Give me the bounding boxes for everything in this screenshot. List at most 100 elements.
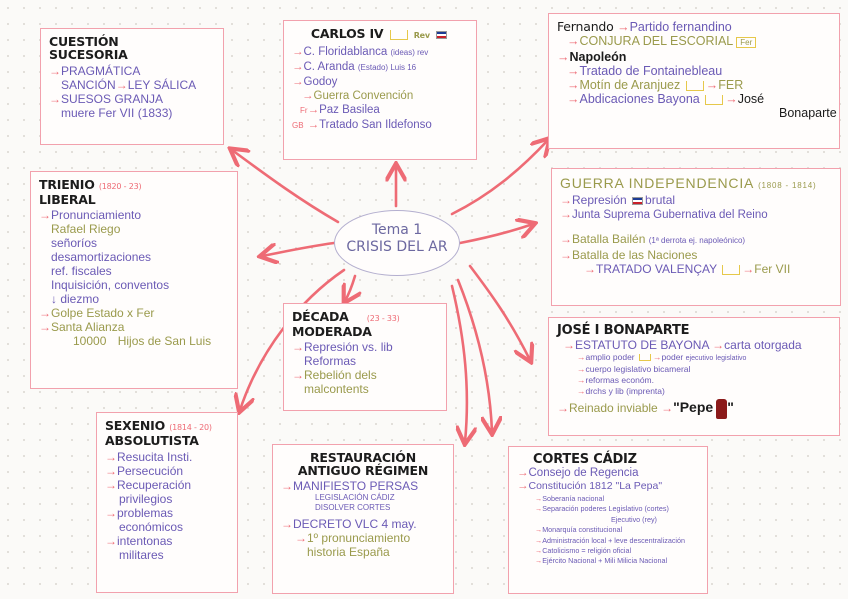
item-bonaparte: Bonaparte	[779, 106, 837, 120]
box-guerra-independencia: GUERRA INDEPENDENCIA (1808 - 1814) →Repr…	[551, 168, 841, 306]
item-problemas: problemas	[117, 506, 174, 520]
item-ley-salica: LEY SÁLICA	[127, 78, 197, 92]
item-legislativo-cortes: Legislativo (cortes)	[608, 504, 669, 514]
title-cuestion: CUESTIÓN	[49, 34, 119, 49]
item-aranda: C. Aranda	[303, 61, 355, 73]
item-guerra-convencion: Guerra Convención	[313, 90, 414, 102]
item-disolver-cortes: DISOLVER CORTES	[315, 503, 391, 512]
item-manifiesto-persas: MANIFIESTO PERSAS	[293, 479, 419, 493]
title-antiguo-regimen: ANTIGUO RÉGIMEN	[297, 463, 429, 478]
item-drchs-lib: drchs y lib (imprenta)	[585, 386, 665, 396]
arrow-to-guerra	[458, 224, 533, 245]
crown-icon-2	[685, 80, 704, 91]
title-jose: JOSÉ I BONAPARTE	[557, 323, 690, 338]
title-guerra: GUERRA INDEPENDENCIA	[560, 175, 754, 191]
arrow-to-cortes	[456, 278, 492, 432]
item-cuerpo-legislativo: cuerpo legislativo bicameral	[585, 364, 691, 374]
item-10000: 10000	[73, 334, 107, 348]
title-sucesoria: SUCESORIA	[49, 47, 128, 62]
title-sexenio: SEXENIO	[105, 418, 166, 433]
item-consejo-regencia: Consejo de Regencia	[528, 467, 639, 479]
item-pronunciamiento: Pronunciamiento	[51, 208, 142, 222]
item-militares: militares	[119, 548, 164, 562]
item-administracion: Administración local + leve descentraliz…	[542, 535, 686, 545]
item-pepe-close: "	[727, 399, 734, 416]
item-fer-vii: Fer VII	[754, 262, 791, 276]
item-floridablanca: C. Floridablanca	[303, 46, 388, 58]
item-persecucion: Persecución	[117, 464, 184, 478]
item-fernando: Fernando	[557, 19, 614, 34]
years-trienio: (1820 - 23)	[98, 182, 142, 191]
prefix-fr: Fr	[300, 106, 308, 115]
item-golpe-estado: Golpe Estado x Fer	[51, 306, 155, 320]
crown-icon-5	[639, 354, 652, 362]
item-catolicismo: Catolicismo = religión oficial	[542, 546, 632, 556]
bottle-icon	[716, 399, 728, 419]
crown-icon-4	[722, 264, 741, 275]
item-intentonas: intentonas	[117, 534, 173, 548]
item-muere-fer: muere Fer VII (1833)	[61, 106, 173, 120]
item-legislacion-cadiz: LEGISLACIÓN CÁDIZ	[315, 493, 395, 502]
item-resucita: Resucita Insti.	[117, 450, 193, 464]
box-fernando: Fernando →Partido fernandino →CONJURA DE…	[548, 13, 840, 149]
item-senorios: señoríos	[51, 236, 98, 250]
item-monarquia: Monarquía constitucional	[542, 525, 623, 535]
title-restauracion: RESTAURACIÓN	[310, 450, 416, 465]
item-recuperacion: Recuperación	[117, 478, 192, 492]
item-reinado-inviable: Reinado inviable	[569, 401, 658, 416]
item-ejercito-nacional: Ejército Nacional	[542, 556, 597, 566]
box-carlos-iv: CARLOS IV Rev →C. Floridablanca (ideas) …	[283, 20, 477, 160]
arrow-to-fernando	[450, 140, 548, 216]
crown-icon-3	[705, 94, 724, 105]
box-decada-moderada: DÉCADA (23 - 33) MODERADA →Represión vs.…	[283, 303, 447, 411]
title-decada: DÉCADA	[292, 309, 349, 324]
note-fer: Fer	[736, 37, 757, 48]
note-floridablanca: (ideas) rev	[390, 48, 429, 57]
arrow-to-cuestion	[232, 150, 340, 224]
item-reformas-econom: reformas económ.	[585, 375, 655, 385]
item-mili: + Mili	[598, 556, 616, 566]
item-represion: Represión	[572, 193, 627, 207]
item-hijos-san-luis: Hijos de San Luis	[117, 334, 212, 348]
item-ejecutivo-rey: Ejecutivo (rey)	[611, 514, 657, 524]
item-ejecutivo: ejecutivo	[685, 355, 714, 362]
item-represion-lib: Represión vs. lib	[304, 340, 393, 354]
item-rafael-riego: Rafael Riego	[51, 222, 121, 236]
item-san-ildefonso: Tratado San Ildefonso	[319, 119, 432, 131]
central-topic-line2: CRISIS DEL AR	[346, 239, 448, 255]
item-amplio-poder: amplio poder	[585, 352, 635, 362]
item-conjura-escorial: CONJURA DEL ESCORIAL	[579, 34, 733, 48]
item-sucesos-granja: SUESOS GRANJA	[61, 92, 164, 106]
item-godoy: Godoy	[303, 76, 338, 88]
box-trienio-liberal: TRIENIO (1820 - 23) LIBERAL →Pronunciami…	[30, 171, 238, 389]
box-sexenio-absolutista: SEXENIO (1814 - 20) ABSOLUTISTA →Resucit…	[96, 412, 238, 593]
arrow-to-restauracion	[450, 284, 467, 442]
item-carta-otorgada: carta otorgada	[724, 338, 802, 352]
title-trienio: TRIENIO	[39, 177, 95, 192]
item-ref-fiscales: ref. fiscales	[51, 264, 112, 278]
title-absolutista: ABSOLUTISTA	[105, 433, 199, 448]
item-historia-espana: historia España	[307, 545, 390, 559]
item-1-pronunciamiento: 1º pronunciamiento	[307, 531, 411, 545]
box-cortes-cadiz: CORTES CÁDIZ →Consejo de Regencia →Const…	[508, 446, 708, 594]
box-cuestion-sucesoria: CUESTIÓN SUCESORIA →PRAGMÁTICA SANCIÓN→L…	[40, 28, 224, 145]
flag-france-icon-2	[632, 196, 644, 205]
title-liberal: LIBERAL	[39, 192, 96, 207]
item-tratado-valencay: TRATADO VALENÇAY	[596, 262, 717, 276]
note-aranda: (Estado) Luis 16	[357, 63, 417, 72]
item-abdicaciones-bayona: Abdicaciones Bayona	[579, 92, 700, 106]
years-decada: (23 - 33)	[366, 314, 400, 323]
item-inquisicion: Inquisición, conventos	[51, 278, 170, 292]
box-jose-bonaparte: JOSÉ I BONAPARTE →ESTATUTO DE BAYONA →ca…	[548, 317, 840, 436]
arrow-to-jose	[468, 264, 530, 360]
title-cortes: CORTES CÁDIZ	[533, 452, 637, 467]
item-paz-basilea: Paz Basilea	[319, 104, 380, 116]
item-brutal: brutal	[645, 193, 676, 207]
item-reformas: Reformas	[304, 354, 357, 368]
item-motin-aranjuez: Motín de Aranjuez	[579, 78, 681, 92]
central-topic-line1: Tema 1	[371, 222, 423, 238]
title-carlos-iv: CARLOS IV	[310, 26, 384, 41]
years-sexenio: (1814 - 20)	[169, 423, 212, 432]
item-junta-suprema: Junta Suprema Gubernativa del Reino	[572, 209, 768, 221]
